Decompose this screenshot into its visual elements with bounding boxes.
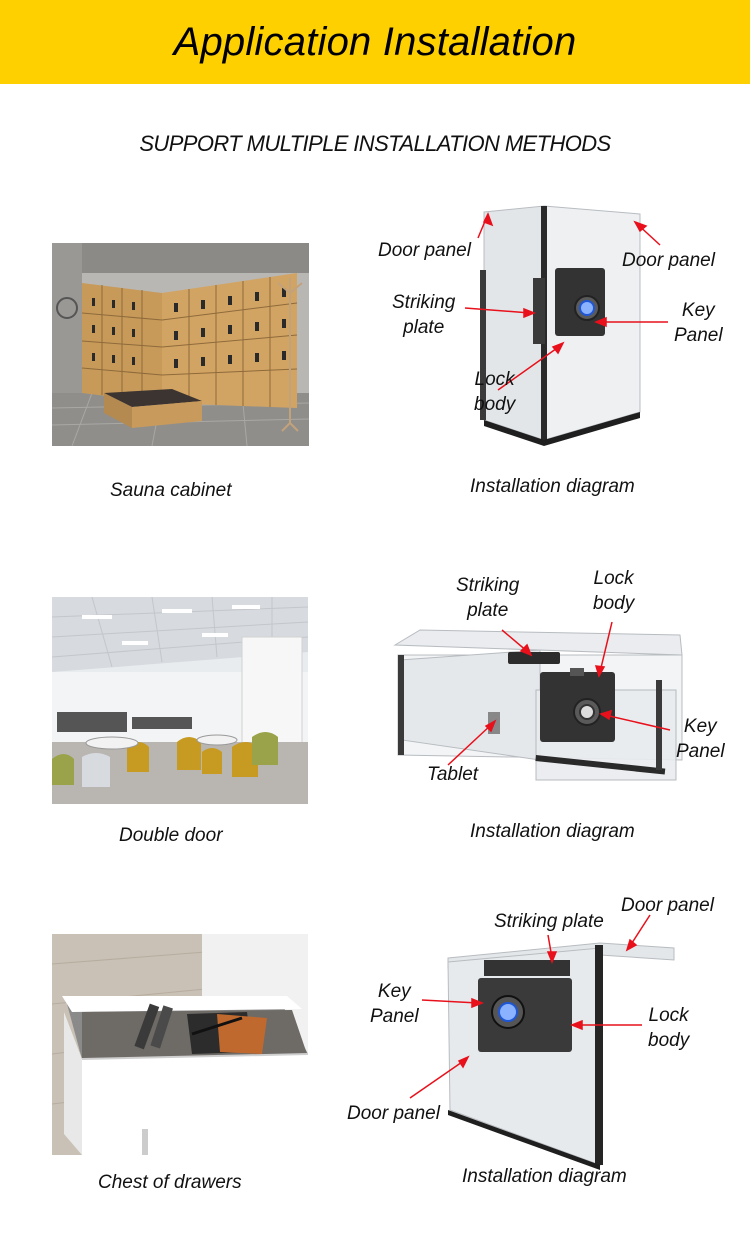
double-door-photo xyxy=(52,597,308,804)
sauna-cabinet-photo xyxy=(52,243,309,446)
page-title: Application Installation xyxy=(173,19,577,64)
label-door-panel-bottom: Door panel xyxy=(347,1103,440,1124)
caption-installation-diagram-1: Installation diagram xyxy=(470,476,635,497)
label-lock-body-2: Lock body xyxy=(593,568,635,614)
fingerprint-icon xyxy=(579,300,595,316)
label-striking-plate-2: Striking plate xyxy=(456,575,520,621)
label-door-panel-right: Door panel xyxy=(622,250,715,271)
label-key-panel-3: Key Panel xyxy=(370,981,419,1027)
caption-double-door: Double door xyxy=(119,825,223,846)
header-banner: Application Installation xyxy=(0,0,750,84)
chest-of-drawers-photo xyxy=(52,934,308,1155)
section-subtitle: SUPPORT MULTIPLE INSTALLATION METHODS xyxy=(139,131,611,156)
label-striking-plate: Striking plate xyxy=(392,292,456,338)
label-lock-body: Lock body xyxy=(474,369,516,415)
fingerprint-icon xyxy=(498,1002,518,1022)
label-key-panel-2: Key Panel xyxy=(676,716,725,762)
label-striking-plate-3: Striking plate xyxy=(494,911,604,932)
caption-installation-diagram-2: Installation diagram xyxy=(470,821,635,842)
caption-sauna-cabinet: Sauna cabinet xyxy=(110,480,232,501)
fingerprint-icon xyxy=(579,704,595,720)
label-tablet: Tablet xyxy=(427,764,479,785)
caption-chest-of-drawers: Chest of drawers xyxy=(98,1172,242,1193)
label-door-panel-left: Door panel xyxy=(378,240,471,261)
caption-installation-diagram-3: Installation diagram xyxy=(462,1166,627,1187)
label-lock-body-3: Lock body xyxy=(648,1005,690,1051)
label-door-panel-top: Door panel xyxy=(621,895,714,916)
label-key-panel: Key Panel xyxy=(674,300,723,346)
